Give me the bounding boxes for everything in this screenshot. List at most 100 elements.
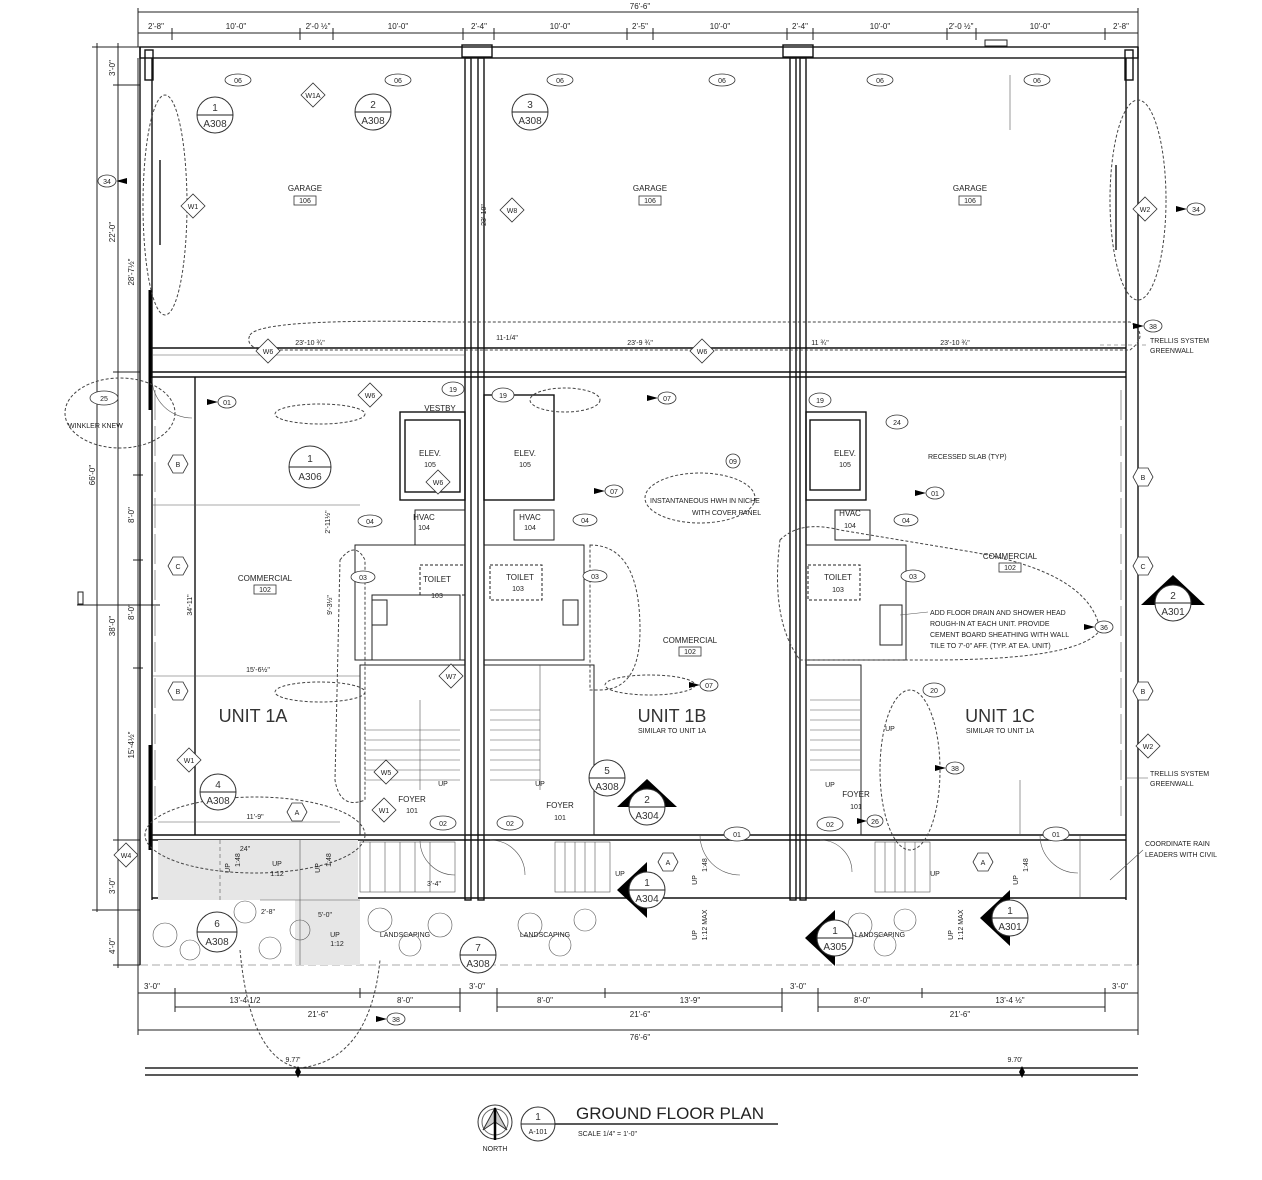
svg-text:25: 25 xyxy=(100,396,108,403)
svg-text:2: 2 xyxy=(1170,591,1176,602)
window-tag: W6 xyxy=(689,338,715,364)
notes: INSTANTANEOUS HWH IN NICHE WITH COVER PA… xyxy=(68,338,1217,939)
svg-text:1: 1 xyxy=(832,926,838,937)
room-hvac: HVAC xyxy=(519,513,541,522)
window-tag: W1A xyxy=(300,82,326,108)
window-tag: W1 xyxy=(371,797,397,823)
dim-overall-bottom: 76'-6" xyxy=(630,1033,651,1042)
svg-text:24": 24" xyxy=(240,846,251,853)
note-rain: LEADERS WITH CIVIL xyxy=(1145,852,1217,859)
svg-text:UP: UP xyxy=(692,875,699,885)
svg-text:A: A xyxy=(981,860,986,867)
front-steps xyxy=(359,841,931,893)
svg-text:W7: W7 xyxy=(446,674,457,681)
building-walls xyxy=(139,39,1139,966)
svg-text:38: 38 xyxy=(951,766,959,773)
keynote-tag: 07 xyxy=(594,484,624,498)
svg-text:07: 07 xyxy=(705,683,713,690)
svg-text:102: 102 xyxy=(684,649,696,656)
svg-text:23'-10 ¾": 23'-10 ¾" xyxy=(940,340,970,347)
core-unit-1c xyxy=(805,411,907,836)
svg-text:B: B xyxy=(176,689,181,696)
ramp-area xyxy=(158,840,360,965)
svg-text:4: 4 xyxy=(215,780,221,791)
grid-bubble-a: A xyxy=(972,852,994,872)
room-hvac: HVAC xyxy=(413,513,435,522)
sidewalk-line: 9.77' 9.70' xyxy=(145,1057,1138,1078)
dim-bottom: 3'-0" xyxy=(1112,982,1128,991)
svg-text:COMMERCIAL: COMMERCIAL xyxy=(663,636,718,645)
drawing-title: GROUND FLOOR PLAN xyxy=(576,1104,764,1123)
door-tag: 19 xyxy=(808,392,832,408)
ramp-labels: UP 1:12 UP 1:48 UP 1:48 UP 1:12 UP 1:48 … xyxy=(225,726,1030,948)
svg-text:5'-0": 5'-0" xyxy=(318,912,332,919)
north-arrow-icon xyxy=(477,1104,513,1140)
dim-left: 28'-7½" xyxy=(127,258,136,285)
dim-bottom: 3'-0" xyxy=(790,982,806,991)
dim-bottom: 8'-0" xyxy=(854,996,870,1005)
svg-text:1: 1 xyxy=(1007,906,1013,917)
revision-clouds xyxy=(64,94,1167,1069)
window-tags: W1A W1 W8 W2 W6 W6 W6 W6 W1 W1 W5 W2 W4 … xyxy=(113,82,1161,868)
svg-text:A301: A301 xyxy=(1161,607,1185,618)
dim-left: 3'-0" xyxy=(108,60,117,76)
room-no: 103 xyxy=(431,593,443,600)
svg-text:102: 102 xyxy=(1004,565,1016,572)
svg-text:UP: UP xyxy=(330,932,340,939)
dim-left: 38'-0" xyxy=(108,616,117,637)
grid-bubble-b: B xyxy=(1132,467,1154,487)
svg-text:A308: A308 xyxy=(466,959,490,970)
svg-text:7: 7 xyxy=(475,943,481,954)
svg-text:1:48: 1:48 xyxy=(235,853,242,867)
svg-text:UP: UP xyxy=(1013,875,1020,885)
svg-text:COMMERCIAL: COMMERCIAL xyxy=(983,552,1038,561)
svg-text:20: 20 xyxy=(930,688,938,695)
door-tag: 19 xyxy=(441,381,465,397)
dim-bottom: 21'-6" xyxy=(630,1010,651,1019)
unit-1c-label: UNIT 1C xyxy=(965,706,1035,726)
unit-1c-similar: SIMILAR TO UNIT 1A xyxy=(966,728,1034,735)
window-tag: W2 xyxy=(1132,196,1158,222)
dim-bottom: 3'-0" xyxy=(144,982,160,991)
window-tag: W7 xyxy=(438,663,464,689)
svg-text:36: 36 xyxy=(1100,625,1108,632)
grid-bubble-b: B xyxy=(1132,681,1154,701)
dim-overall-top: 76'-6" xyxy=(630,2,651,11)
room-elev: ELEV. xyxy=(514,449,536,458)
svg-text:19: 19 xyxy=(499,393,507,400)
svg-text:2: 2 xyxy=(644,795,650,806)
svg-text:19: 19 xyxy=(449,387,457,394)
door-tag: 03 xyxy=(900,569,926,583)
door-tag: 19 xyxy=(491,387,515,403)
svg-text:1:12: 1:12 xyxy=(330,941,344,948)
keynote-tag: 01 xyxy=(915,486,945,500)
svg-text:UP: UP xyxy=(438,781,448,788)
svg-text:A304: A304 xyxy=(635,894,659,905)
svg-text:06: 06 xyxy=(234,78,242,85)
svg-text:1:12: 1:12 xyxy=(270,871,284,878)
top-dimensions: 76'-6" 2'-8" 10'-0" 2'-0 ½" 10'-0" 2'-4"… xyxy=(137,2,1139,47)
svg-text:COMMERCIAL: COMMERCIAL xyxy=(238,574,293,583)
svg-text:W2: W2 xyxy=(1140,207,1151,214)
keynote-tag: 07 xyxy=(647,391,677,405)
dim-bottom: 3'-0" xyxy=(469,982,485,991)
room-no: 104 xyxy=(418,525,430,532)
svg-text:A308: A308 xyxy=(206,796,230,807)
drawing-reference: 1 A-101 xyxy=(520,1106,556,1142)
grid-bubble-c: C xyxy=(1132,556,1154,576)
svg-text:W2: W2 xyxy=(1143,744,1154,751)
svg-text:1:48: 1:48 xyxy=(1023,858,1030,872)
dim-top-seg: 2'-0 ½" xyxy=(306,22,331,31)
door-tags: 06 06 06 06 06 06 19 19 19 24 03 03 03 0… xyxy=(89,73,1070,842)
door-tag: 04 xyxy=(357,514,383,528)
svg-text:C: C xyxy=(1140,564,1145,571)
keynote-callouts: 34 34 38 01 07 07 01 09 36 07 38 26 38 xyxy=(97,174,1206,1026)
